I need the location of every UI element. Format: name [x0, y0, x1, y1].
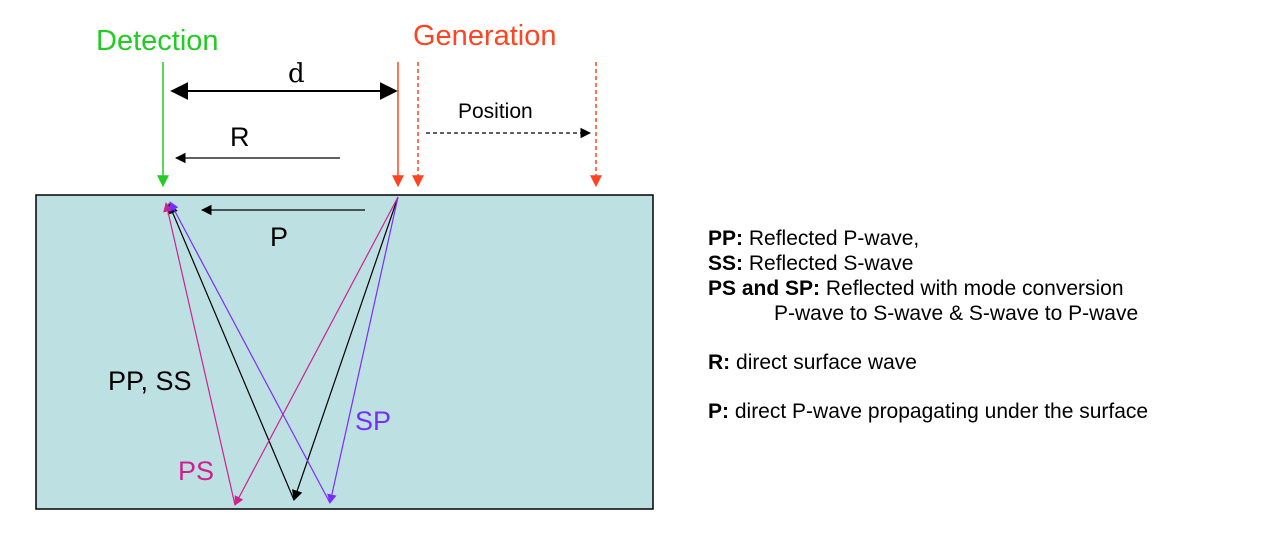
distance-label: d: [288, 59, 305, 89]
ps-ray-up: [163, 202, 236, 506]
legend-ps-sp-key: PS and SP:: [708, 277, 821, 300]
legend-ps-sp: PS and SP: Reflected with mode conversio…: [708, 276, 1268, 301]
ps-ray-down: [234, 196, 399, 506]
legend: PP: Reflected P-wave, SS: Reflected S-wa…: [708, 226, 1268, 424]
legend-r: R: direct surface wave: [708, 350, 1268, 375]
detection-label: Detection: [96, 25, 219, 57]
legend-r-text: direct surface wave: [736, 351, 917, 374]
surface-wave-label: R: [230, 122, 250, 152]
ps-label: PS: [178, 456, 214, 486]
legend-p: P: direct P-wave propagating under the s…: [708, 399, 1268, 424]
legend-r-key: R:: [708, 351, 731, 374]
legend-pp: PP: Reflected P-wave,: [708, 226, 1268, 251]
legend-ss: SS: Reflected S-wave: [708, 251, 1268, 276]
sp-ray-down: [327, 196, 399, 504]
pp-ss-ray-down: [292, 196, 399, 502]
legend-pp-text: Reflected P-wave,: [748, 227, 920, 250]
legend-ps-sp-detail: P-wave to S-wave & S-wave to P-wave: [774, 302, 1139, 325]
generation-label: Generation: [413, 20, 557, 52]
sp-ray-up: [169, 201, 331, 504]
direct-p-label: P: [270, 222, 288, 252]
sp-label: SP: [355, 406, 391, 436]
legend-ss-text: Reflected S-wave: [748, 252, 914, 275]
legend-p-text: direct P-wave propagating under the surf…: [734, 400, 1149, 423]
legend-p-key: P:: [708, 400, 729, 423]
legend-ss-key: SS:: [708, 252, 744, 275]
pp-ss-ray-up: [167, 203, 295, 501]
legend-ps-sp-text: Reflected with mode conversion: [825, 277, 1124, 300]
legend-pp-key: PP:: [708, 227, 744, 250]
position-label: Position: [458, 100, 533, 123]
pp-ss-label: PP, SS: [108, 366, 192, 396]
